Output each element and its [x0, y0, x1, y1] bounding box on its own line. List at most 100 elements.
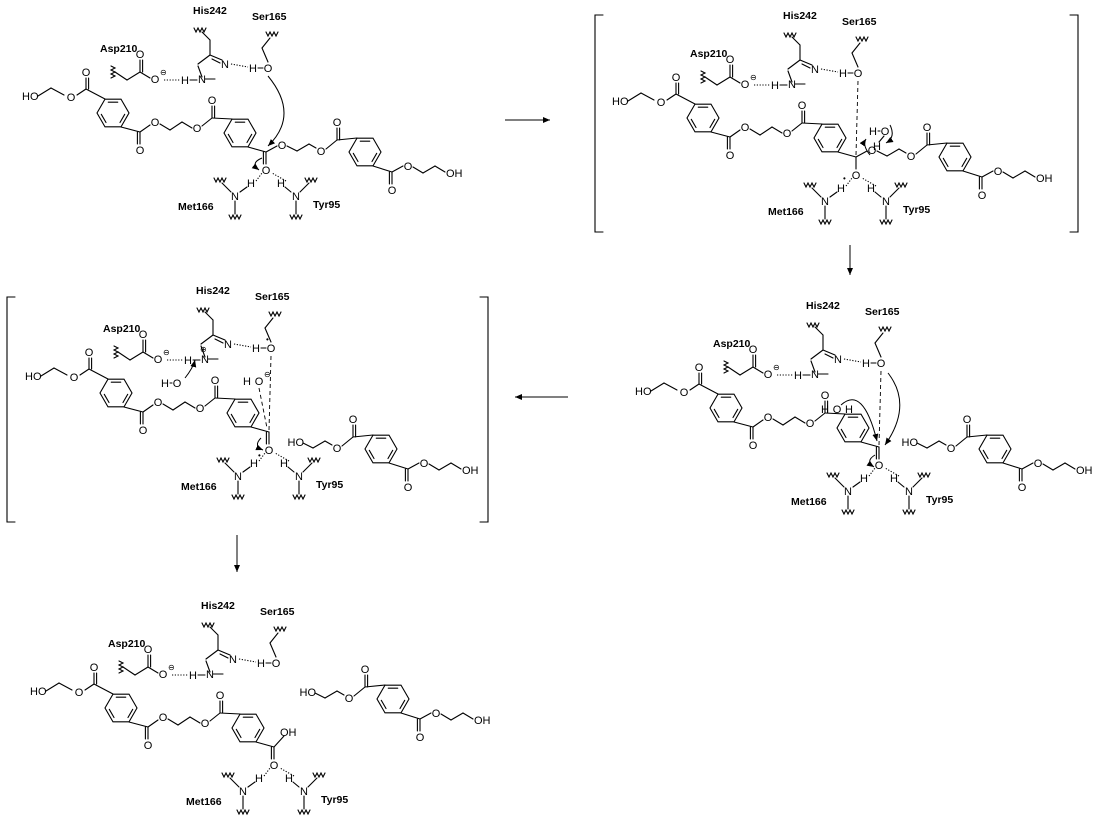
bond: [224, 462, 235, 473]
asp-carboxylate-oxygen: O: [741, 79, 750, 91]
intermediate-1-right-bracket: [1069, 14, 1079, 233]
protein-backbone-squiggle: [117, 660, 125, 674]
bond: [855, 150, 868, 158]
aromatic-bond: [942, 157, 949, 168]
bond: [874, 191, 882, 198]
ester-oxygen: O: [680, 387, 689, 399]
asp-carbonyl-oxygen: O: [139, 329, 148, 341]
hydroxyl-terminal: OH: [1076, 465, 1093, 477]
protein-backbone-squiggle: [855, 35, 869, 43]
residue-label-ser165: Ser165: [865, 306, 900, 318]
carbonyl-oxygen: O: [82, 67, 91, 79]
ester-oxygen: O: [75, 687, 84, 699]
ser-release-arrow: [884, 372, 901, 446]
tyr-backbone-n: N: [905, 486, 913, 498]
ser-hydroxyl-hydrogen: H: [862, 358, 870, 370]
residue-label-ser165: Ser165: [842, 16, 877, 28]
bond: [627, 92, 642, 102]
carbonyl-oxygen: O: [333, 117, 342, 129]
charge-minus: ⊖: [750, 73, 757, 82]
ester-oxygen: O: [806, 418, 815, 430]
protein-backbone-squiggle: [826, 471, 840, 479]
his-n-delta: N: [201, 354, 209, 366]
bond: [114, 71, 128, 81]
aromatic-bond: [836, 138, 843, 149]
protein-backbone-squiggle: [917, 471, 931, 479]
bond: [209, 626, 219, 636]
bond: [219, 653, 229, 659]
bond: [752, 366, 764, 374]
bond: [214, 338, 224, 344]
aromatic-bond: [119, 113, 126, 124]
bond: [200, 334, 214, 345]
bond: [264, 327, 272, 343]
ser-hydroxyl-hydrogen: H: [252, 343, 260, 355]
his-n-delta: N: [788, 79, 796, 91]
aromatic-bond: [371, 152, 378, 163]
bond: [177, 716, 191, 726]
residue-label-tyr95: Tyr95: [313, 199, 340, 211]
carbonyl-oxygen: O: [695, 362, 704, 374]
protein-backbone-squiggle: [268, 310, 282, 318]
bond: [261, 37, 271, 49]
ester-oxygen: O: [420, 458, 429, 470]
residue-label-asp210: Asp210: [108, 638, 146, 650]
residue-label-met166: Met166: [186, 796, 222, 808]
bond: [181, 121, 193, 129]
bond: [834, 477, 845, 488]
bond: [265, 145, 278, 153]
benzene-ring: [978, 434, 1012, 464]
bond: [897, 481, 905, 488]
met-nh-hydrogen: H: [250, 458, 258, 470]
bond: [787, 59, 801, 70]
bond: [824, 412, 846, 415]
bond: [1064, 462, 1076, 470]
ester-oxygen: O: [947, 443, 956, 455]
intermediate-1-left-bracket: [594, 14, 604, 233]
bond: [167, 718, 179, 726]
bond: [787, 70, 793, 83]
met-backbone-n: N: [234, 471, 242, 483]
bond: [209, 54, 223, 61]
bond: [772, 418, 784, 426]
ester-oxygen: O: [404, 161, 413, 173]
protein-backbone-squiggle: [112, 345, 120, 359]
bond: [438, 462, 452, 471]
asp-carboxylate-oxygen: O: [764, 369, 773, 381]
carbonyl-oxygen: O: [416, 732, 425, 744]
protein-backbone-squiggle: [292, 493, 306, 501]
ser-oxygen: O: [267, 343, 276, 355]
his-nh-hydrogen: H: [189, 670, 197, 682]
bond: [1012, 170, 1026, 179]
bond: [85, 88, 106, 100]
bond: [962, 170, 983, 178]
bond: [284, 186, 292, 193]
ser-oxygen: O: [264, 63, 273, 75]
asp-carbonyl-oxygen: O: [749, 344, 758, 356]
bond: [45, 682, 60, 692]
bond: [650, 382, 665, 392]
bond: [663, 382, 678, 391]
bond: [255, 741, 275, 748]
oxyanion: O: [852, 170, 861, 182]
bond: [217, 649, 231, 656]
carbonyl-oxygen: O: [672, 72, 681, 84]
bond: [336, 137, 358, 141]
bond: [434, 165, 446, 173]
ester-oxygen: O: [159, 712, 168, 724]
bond: [801, 122, 823, 125]
his-n-epsilon: N: [229, 654, 237, 666]
ser-hydroxyl-hydrogen: H: [257, 658, 265, 670]
residue-label-met166: Met166: [178, 201, 214, 213]
residue-label-asp210: Asp210: [100, 43, 138, 55]
bond: [324, 690, 338, 699]
bond: [312, 440, 326, 449]
hydroxyl-terminal: OH: [462, 465, 479, 477]
met-nh-hydrogen: H: [255, 773, 263, 785]
tyr-backbone-n: N: [295, 471, 303, 483]
bond: [120, 126, 141, 133]
residue-label-met166: Met166: [181, 481, 217, 493]
carbonyl-oxygen: O: [404, 482, 413, 494]
bond: [440, 713, 452, 721]
ester-cleavage-arrow: [859, 138, 871, 156]
